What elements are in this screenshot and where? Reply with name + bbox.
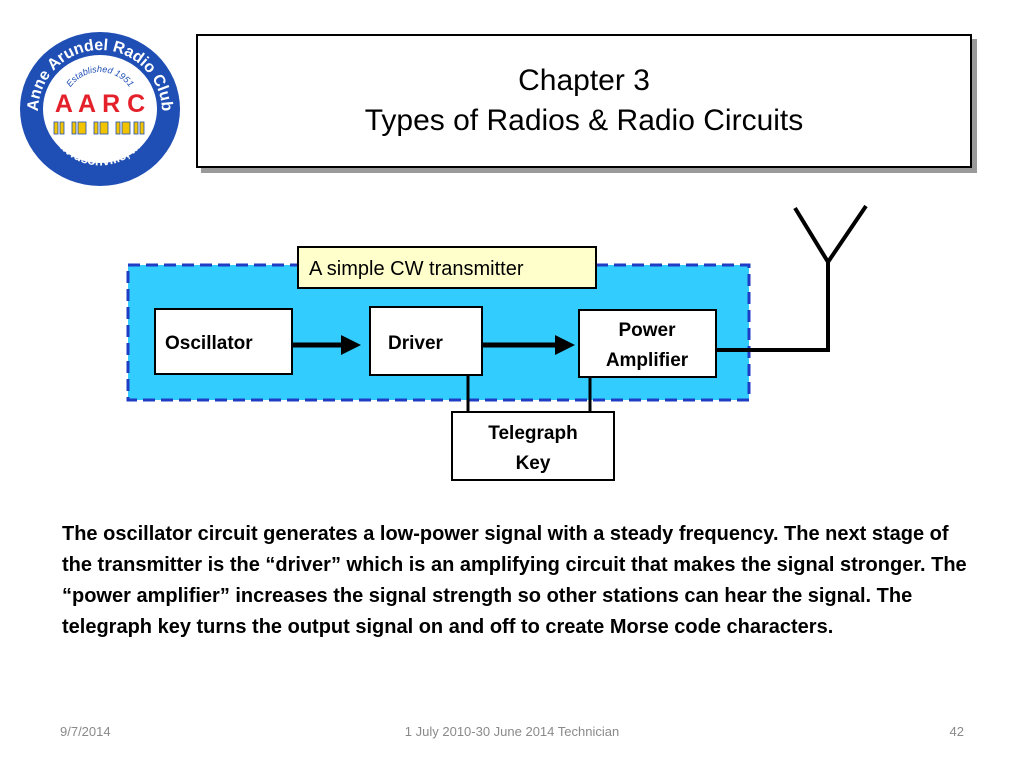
driver-label: Driver (388, 333, 444, 354)
caption-box (297, 246, 597, 289)
description-paragraph: The oscillator circuit generates a low-p… (62, 523, 967, 638)
club-logo: Anne Arundel Radio Club Established 1951… (16, 28, 184, 190)
oscillator-block (154, 308, 293, 375)
power-amplifier-label-1: Power (618, 320, 676, 341)
telegraph-key-label-2: Key (516, 453, 551, 474)
title-line-2: Types of Radios & Radio Circuits (364, 104, 804, 137)
oscillator-label: Oscillator (165, 333, 253, 354)
footer-page-number: 42 (949, 724, 964, 739)
caption-text: A simple CW transmitter (309, 258, 524, 280)
logo-acronym: A A R C (55, 90, 145, 118)
title-box: Chapter 3 Types of Radios & Radio Circui… (196, 34, 972, 168)
power-amplifier-block (578, 309, 717, 378)
logo-morse-bars (53, 121, 145, 135)
title-line-1: Chapter 3 (518, 64, 650, 97)
driver-block (369, 306, 483, 376)
power-amplifier-label-2: Amplifier (606, 350, 689, 371)
telegraph-key-label-1: Telegraph (488, 423, 577, 444)
footer-center: 1 July 2010-30 June 2014 Technician (404, 724, 620, 739)
antenna-icon (716, 204, 868, 352)
footer-date: 9/7/2014 (60, 724, 111, 739)
telegraph-key-block (451, 411, 615, 481)
